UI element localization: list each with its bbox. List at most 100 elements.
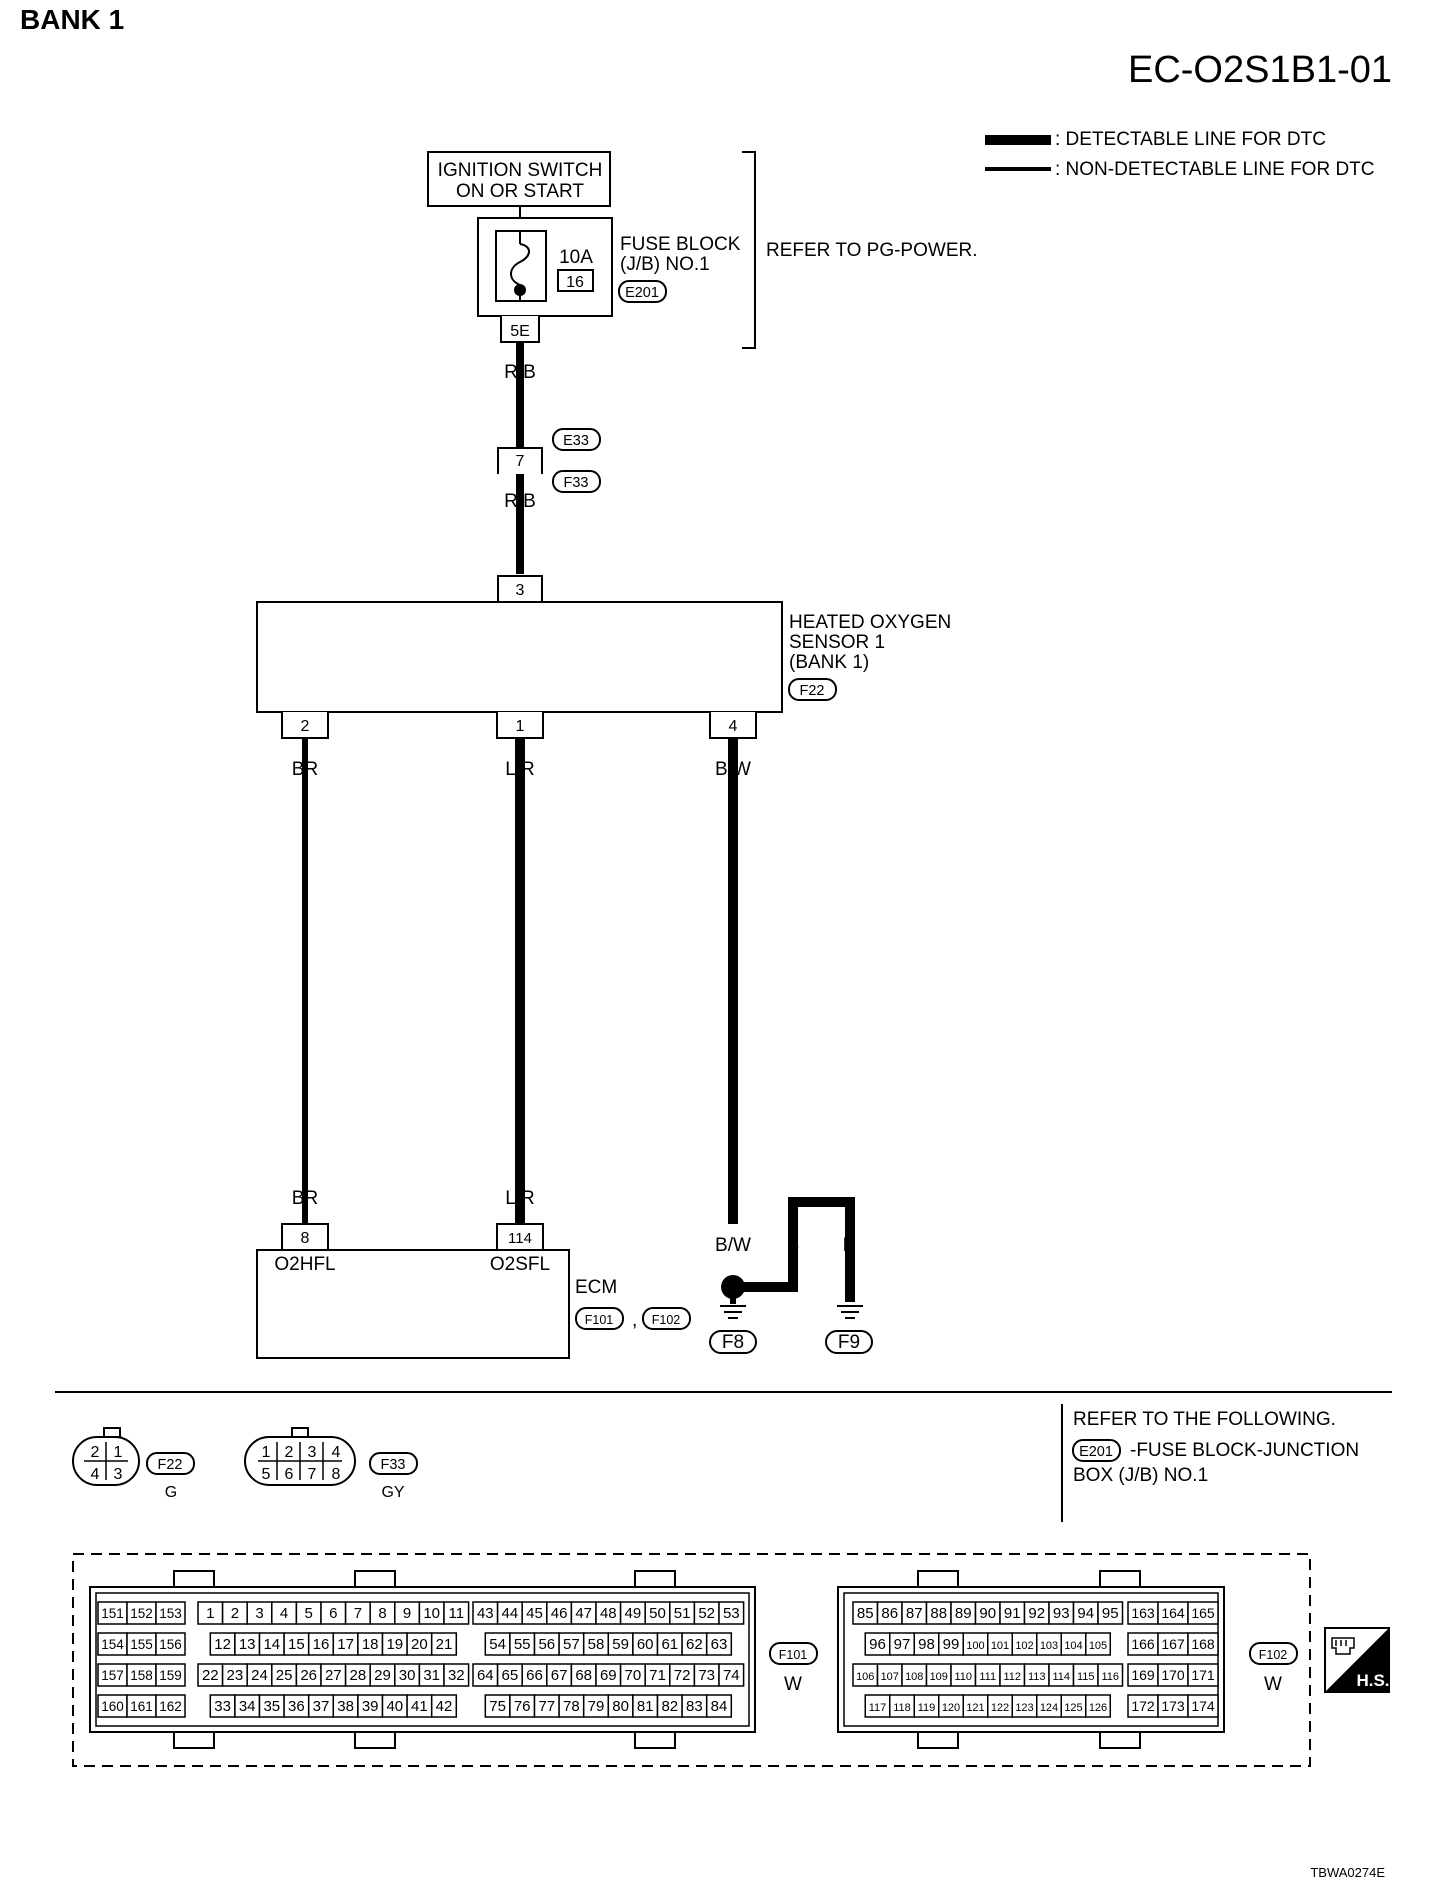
ecm-pin-114: 114 [508, 1230, 532, 1247]
fuse-block-label-2: (J/B) NO.1 [620, 254, 710, 275]
wire-label-rb-lower: R/B [504, 491, 536, 512]
pin-number: 27 [325, 1667, 342, 1684]
f22-connector-id: F22 [158, 1457, 183, 1473]
pin-number: 47 [575, 1605, 592, 1622]
pin-cavity [155, 1601, 186, 1625]
pin-number: 4 [280, 1605, 288, 1622]
pin-cavity [718, 1663, 745, 1687]
pin-number: 94 [1077, 1605, 1094, 1622]
pin-number: 34 [239, 1698, 256, 1715]
pin-number: 45 [526, 1605, 543, 1622]
pin-number: 18 [362, 1636, 379, 1653]
pin-number: 72 [674, 1667, 691, 1684]
fuse-block: 10A 16 FUSE BLOCK (J/B) NO.1 E201 5E [477, 206, 741, 343]
wire-label-bw-bottom: B/W [715, 1235, 751, 1256]
pin-number: 77 [538, 1698, 555, 1715]
joint-connector: 7 E33 F33 [497, 428, 601, 493]
sensor-label-1: HEATED OXYGEN [789, 612, 951, 633]
pin-cavity [705, 1632, 733, 1656]
pin-number: 33 [214, 1698, 231, 1715]
pin-number: 52 [698, 1605, 715, 1622]
pin-cavity [718, 1601, 745, 1625]
pin-number: 7 [354, 1605, 362, 1622]
pin-number: 59 [612, 1636, 629, 1653]
pin-number: 76 [514, 1698, 531, 1715]
ecm-connector-f101: F101 [585, 1313, 614, 1327]
ignition-switch: IGNITION SWITCH ON OR START [427, 151, 611, 207]
pin-cavity [1085, 1694, 1111, 1718]
pin-number: 8 [378, 1605, 386, 1622]
pin-number: 113 [1028, 1671, 1046, 1683]
wire-label-br-bottom: BR [292, 1188, 318, 1209]
refer-following-title: REFER TO THE FOLLOWING. [1073, 1409, 1336, 1430]
f33-pin-2: 2 [285, 1444, 294, 1461]
ecm-signal-o2hfl: O2HFL [274, 1254, 335, 1275]
pin-number: 155 [130, 1637, 153, 1652]
pin-number: 84 [711, 1698, 728, 1715]
pin-number: 112 [1003, 1671, 1021, 1683]
pin-number: 90 [979, 1605, 996, 1622]
pin-cavity [430, 1694, 458, 1718]
pin-number: 30 [399, 1667, 416, 1684]
hs-badge-text: H.S. [1356, 1671, 1389, 1690]
legend-thin-line-swatch [985, 167, 1051, 171]
pin-number: 17 [337, 1636, 354, 1653]
joint-connector-f33: F33 [564, 475, 589, 491]
pin-number: 20 [411, 1636, 428, 1653]
pin-number: 28 [350, 1667, 367, 1684]
pin-number: 82 [661, 1698, 678, 1715]
wire-bw [728, 738, 738, 1224]
legend: : DETECTABLE LINE FOR DTC : NON-DETECTAB… [985, 129, 1375, 180]
pin-number: 75 [489, 1698, 506, 1715]
pin-number: 88 [930, 1605, 947, 1622]
legend-non-detectable-text: : NON-DETECTABLE LINE FOR DTC [1055, 159, 1375, 180]
pin-number: 96 [869, 1636, 886, 1653]
sensor-pin-2: 2 [301, 718, 310, 735]
hs-badge: H.S. [1324, 1627, 1390, 1693]
pin-number: 5 [305, 1605, 313, 1622]
wire-br [302, 738, 308, 1224]
f33-connector-id: F33 [381, 1457, 406, 1473]
pin-number: 81 [637, 1698, 654, 1715]
ecm-signal-o2sfl: O2SFL [490, 1254, 550, 1275]
wire-rb-lower [516, 474, 524, 574]
pin-number: 55 [514, 1636, 531, 1653]
pin-cavity [443, 1663, 470, 1687]
f33-pin-5: 5 [262, 1466, 271, 1483]
pin-number: 9 [403, 1605, 411, 1622]
pin-number: 125 [1064, 1702, 1082, 1714]
ground-f8-id: F8 [722, 1332, 744, 1353]
ground-section: B/W B B F8 F9 [709, 1197, 873, 1354]
pin-number: 99 [943, 1636, 960, 1653]
ecm-connector-f102: F102 [652, 1313, 681, 1327]
diagram-code: EC-O2S1B1-01 [1128, 49, 1392, 91]
pin-number: 66 [526, 1667, 543, 1684]
pin-number: 98 [918, 1636, 935, 1653]
pin-number: 163 [1131, 1605, 1155, 1621]
pin-number: 166 [1131, 1636, 1155, 1652]
bank-title: BANK 1 [20, 4, 124, 35]
pin-number: 91 [1004, 1605, 1021, 1622]
f101-connector-id: F101 [779, 1648, 808, 1662]
pin-number: 1 [206, 1605, 214, 1622]
pin-number: 126 [1089, 1702, 1107, 1714]
pin-number: 89 [955, 1605, 972, 1622]
sensor-label-3: (BANK 1) [789, 652, 869, 673]
fuse-block-label-1: FUSE BLOCK [620, 234, 741, 255]
pin-number: 11 [449, 1605, 465, 1622]
pin-number: 10 [423, 1605, 440, 1622]
pin-number: 101 [991, 1640, 1009, 1652]
pin-number: 70 [625, 1667, 642, 1684]
sensor-pin-1: 1 [516, 718, 525, 735]
pin-number: 110 [954, 1671, 972, 1683]
connector-f33-face: 1 2 3 4 5 6 7 8 F33 GY [244, 1427, 418, 1501]
ecm-label: ECM [575, 1277, 617, 1298]
pin-number: 6 [329, 1605, 337, 1622]
pin-number: 65 [502, 1667, 519, 1684]
pin-number: 118 [893, 1702, 911, 1714]
f33-pin-1: 1 [262, 1444, 271, 1461]
ground-splice-dot [721, 1275, 745, 1299]
pin-number: 19 [386, 1636, 403, 1653]
